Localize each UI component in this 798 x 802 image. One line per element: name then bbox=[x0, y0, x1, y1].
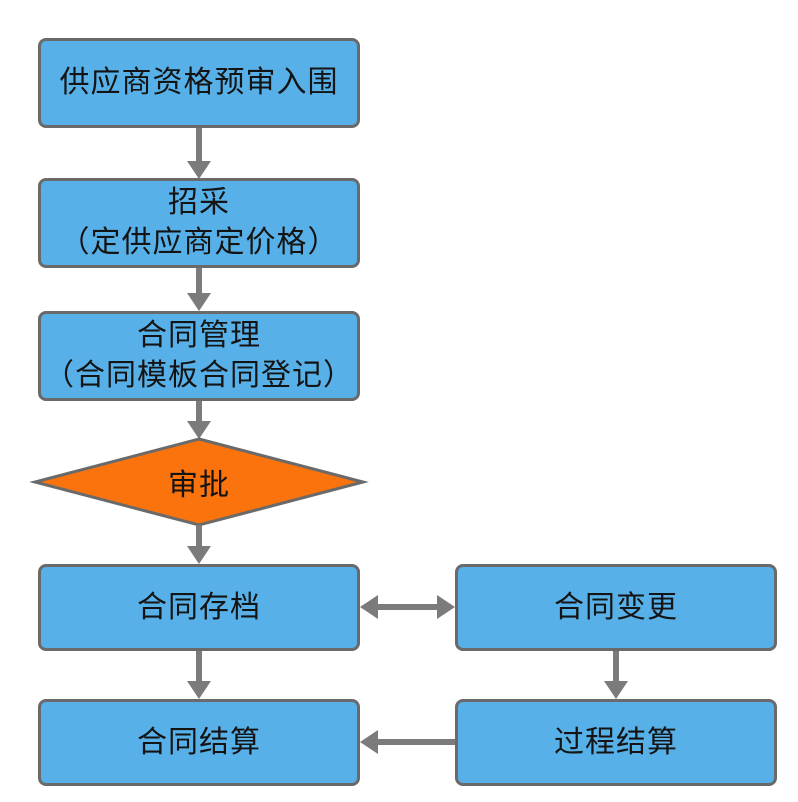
node-contract-management-sublabel: （合同模板合同登记） bbox=[44, 359, 354, 392]
arrow-procurement-to-contract-management bbox=[187, 268, 211, 311]
double-arrow-contract-archive-contract-change bbox=[360, 595, 455, 619]
arrow-process-settlement-to-contract-settlement bbox=[360, 730, 455, 754]
arrow-contract-change-to-process-settlement bbox=[604, 651, 628, 699]
node-contract-settlement: 合同结算 bbox=[38, 699, 360, 786]
node-contract-change-label: 合同变更 bbox=[554, 590, 678, 624]
node-prequalification: 供应商资格预审入围 bbox=[38, 38, 360, 128]
node-contract-archive-label: 合同存档 bbox=[137, 590, 261, 624]
approval-diamond-label: 审批 bbox=[168, 469, 230, 502]
arrow-approval-to-contract-archive bbox=[187, 525, 211, 564]
arrow-contract-archive-to-contract-settlement bbox=[187, 651, 211, 699]
node-process-settlement: 过程结算 bbox=[455, 699, 777, 786]
node-contract-settlement-label: 合同结算 bbox=[137, 725, 261, 759]
node-procurement-label: 招采 bbox=[168, 186, 230, 219]
node-contract-archive: 合同存档 bbox=[38, 564, 360, 651]
node-contract-management-label: 合同管理 bbox=[137, 319, 261, 352]
node-prequalification-label: 供应商资格预审入围 bbox=[59, 66, 339, 99]
node-procurement: 招采 （定供应商定价格） bbox=[38, 178, 360, 268]
arrow-contract-management-to-approval bbox=[187, 401, 211, 439]
node-contract-change: 合同变更 bbox=[455, 564, 777, 651]
node-process-settlement-label: 过程结算 bbox=[554, 725, 678, 759]
node-contract-management: 合同管理 （合同模板合同登记） bbox=[38, 311, 360, 401]
arrow-prequalification-to-procurement bbox=[187, 128, 211, 179]
node-procurement-sublabel: （定供应商定价格） bbox=[59, 226, 339, 259]
